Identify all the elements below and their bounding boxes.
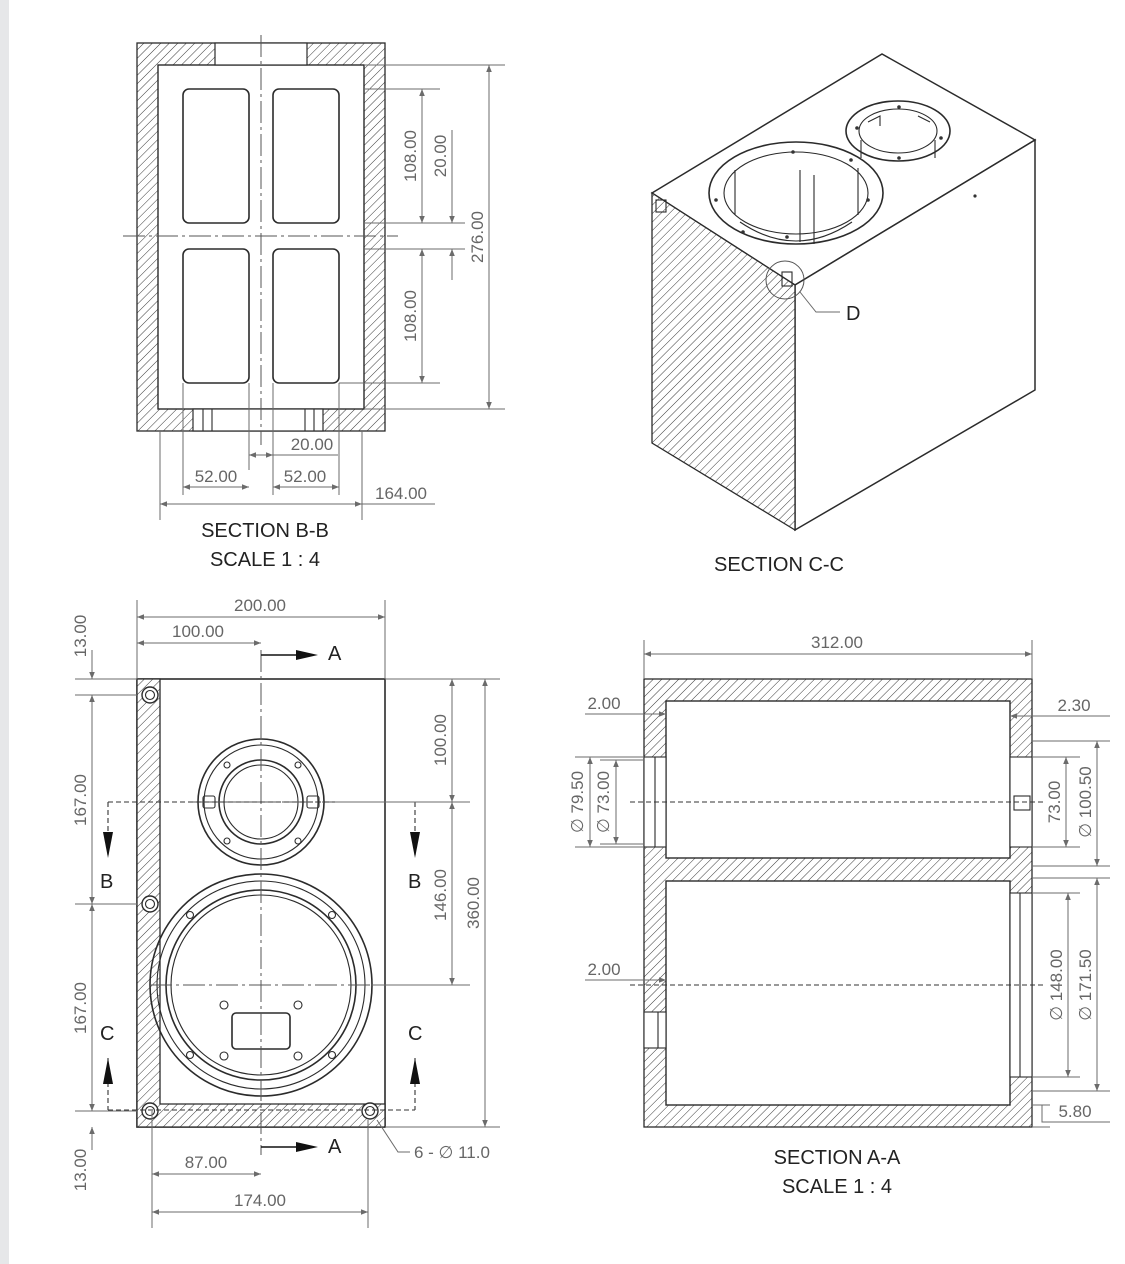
section-b-label-left: B	[100, 871, 113, 893]
bb-dim-20-vertical: 20.00	[431, 135, 450, 178]
aa-dim-dia-100-50: ∅ 100.50	[1076, 766, 1095, 838]
aa-dim-dia-79-50: ∅ 79.50	[568, 771, 587, 833]
aa-terminal-slot	[643, 1011, 667, 1049]
front-dim-100-vertical: 100.00	[431, 714, 450, 766]
section-c-right-arrow	[410, 1058, 420, 1084]
aa-section-scale: SCALE 1 : 4	[782, 1176, 892, 1198]
front-hidden-wall	[136, 678, 386, 1128]
bb-panel-4	[272, 248, 340, 384]
aa-dim-2-30: 2.30	[1057, 696, 1090, 715]
section-a-label-bottom: A	[328, 1136, 342, 1158]
cc-woofer-outer-ring	[708, 141, 884, 245]
bb-section-title: SECTION B-B	[201, 520, 329, 542]
bb-dim-276: 276.00	[468, 211, 487, 263]
cc-section-face	[651, 191, 796, 532]
front-dim-200: 200.00	[234, 596, 286, 615]
section-c-label-left: C	[100, 1023, 114, 1045]
section-b-right-arrow	[410, 832, 420, 858]
aa-dim-dia-148: ∅ 148.00	[1047, 949, 1066, 1021]
bb-dim-108-lower: 108.00	[401, 290, 420, 342]
cc-woofer-inner-ring	[723, 151, 869, 235]
hole-3	[141, 1102, 159, 1120]
section-cc-view	[650, 53, 1037, 532]
aa-dim-5-80: 5.80	[1058, 1102, 1091, 1121]
cc-detail-d-circle	[765, 260, 805, 300]
bb-panel-2	[272, 88, 340, 224]
front-dim-100: 100.00	[172, 622, 224, 641]
aa-dim-312: 312.00	[811, 633, 863, 652]
bb-bottom-opening	[192, 408, 324, 432]
section-a-top-arrow	[296, 650, 318, 660]
section-a-bottom-arrow	[296, 1142, 318, 1152]
aa-dim-dia-171-50: ∅ 171.50	[1076, 949, 1095, 1021]
section-aa-view	[575, 640, 1110, 1128]
front-dim-87: 87.00	[185, 1153, 228, 1172]
cc-section-title: SECTION C-C	[714, 554, 844, 576]
aa-lower-chamber	[665, 880, 1011, 1106]
aa-woofer-port-right	[1009, 892, 1033, 1078]
hole-2	[141, 895, 159, 913]
cc-tweeter-inner-ring	[858, 108, 938, 154]
front-dim-174: 174.00	[234, 1191, 286, 1210]
front-dim-360: 360.00	[464, 877, 483, 929]
left-scroll-gutter	[0, 0, 9, 1264]
cc-detail-label: D	[846, 303, 860, 325]
front-dim-167-upper: 167.00	[71, 774, 90, 826]
section-c-left-arrow	[103, 1058, 113, 1084]
bb-dim-52-left: 52.00	[195, 467, 238, 486]
bb-section-scale: SCALE 1 : 4	[210, 549, 320, 571]
cc-detail-d-leader	[799, 291, 840, 313]
bb-dim-108-upper: 108.00	[401, 130, 420, 182]
bb-dim-52-right: 52.00	[284, 467, 327, 486]
front-dim-13-top: 13.00	[71, 615, 90, 658]
aa-dim-2-lower: 2.00	[587, 960, 620, 979]
section-bb-view	[123, 35, 505, 520]
aa-dim-73-right: 73.00	[1045, 781, 1064, 824]
front-hole-callout: 6 - ∅ 11.0	[414, 1143, 490, 1162]
front-view	[75, 600, 500, 1228]
hole-4	[361, 1102, 379, 1120]
bb-panel-3	[182, 248, 250, 384]
bb-dim-164: 164.00	[375, 484, 427, 503]
aa-tweeter-port-right	[1009, 756, 1033, 848]
aa-section-title: SECTION A-A	[774, 1147, 901, 1169]
aa-dim-2-upper: 2.00	[587, 694, 620, 713]
aa-upper-chamber	[665, 700, 1011, 859]
cc-tweeter-outer-ring	[845, 100, 951, 162]
front-dim-146: 146.00	[431, 869, 450, 921]
front-dim-167-lower: 167.00	[71, 982, 90, 1034]
section-a-label-top: A	[328, 643, 342, 665]
aa-dim-dia-73-left: ∅ 73.00	[594, 771, 613, 833]
section-c-label-right: C	[408, 1023, 422, 1045]
bb-dim-20-horizontal: 20.00	[291, 435, 334, 454]
section-b-label-right: B	[408, 871, 421, 893]
bb-panel-1	[182, 88, 250, 224]
front-dim-13-bottom: 13.00	[71, 1149, 90, 1192]
hole-1	[141, 686, 159, 704]
section-b-left-arrow	[103, 832, 113, 858]
